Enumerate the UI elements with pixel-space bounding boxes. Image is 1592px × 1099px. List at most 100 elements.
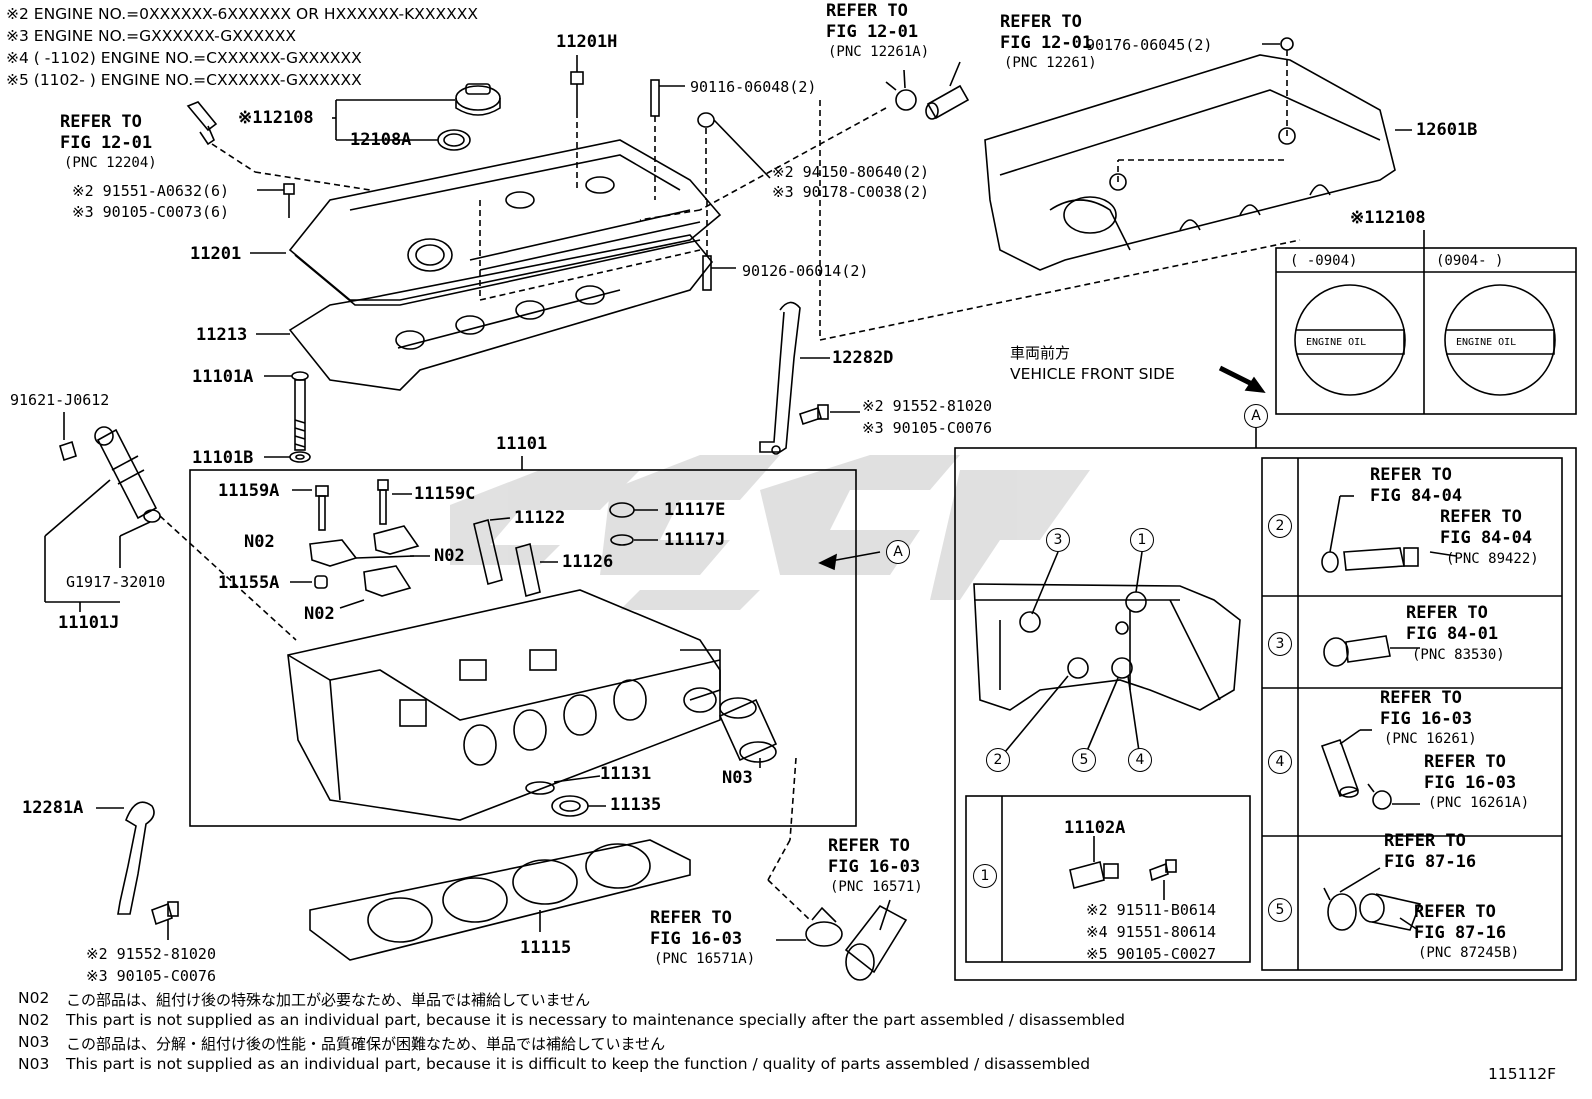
detail-4-text5: FIG 16-03 xyxy=(1424,773,1517,793)
detail-a-marker: A xyxy=(1244,404,1268,428)
camshaft-cap-shapes xyxy=(309,525,420,597)
part-11201: 11201 xyxy=(190,244,242,264)
footnote-text-3: この部品は、分解・組付け後の性能・品質確保が困難なため、単品では補給していません xyxy=(66,1035,666,1053)
n03-plug-shape xyxy=(718,697,778,763)
vehicle-front-jp: 車両前方 xyxy=(1010,344,1071,362)
footnote-text-2: This part is not supplied as an individu… xyxy=(66,1011,1125,1029)
part-11101b: 11101B xyxy=(192,448,254,468)
hose-clip-shape xyxy=(885,81,917,111)
part-90105-c0076-a: ※3 90105-C0076 xyxy=(862,419,992,437)
callout-4: 4 xyxy=(1128,748,1152,772)
refer-16571a-pnc: (PNC 16571A) xyxy=(654,951,756,967)
refer-16571-line1: REFER TO xyxy=(828,836,910,856)
part-11115: 11115 xyxy=(520,938,572,958)
cap-new-text: ENGINE OIL xyxy=(1456,337,1517,348)
detail-4-clamp-shape xyxy=(1367,783,1392,810)
detail-1-num: 1 xyxy=(973,864,997,888)
hose-end-shape xyxy=(925,84,970,120)
engine-note-5: ※5 (1102- ) ENGINE NO.=CXXXXXX-GXXXXXX xyxy=(6,71,362,89)
detail-4-text3: (PNC 16261) xyxy=(1384,731,1477,747)
part-11131: 11131 xyxy=(600,764,652,784)
detail-3-num: 3 xyxy=(1268,632,1292,656)
engine-note-3: ※3 ENGINE NO.=GXXXXXX-GXXXXXX xyxy=(6,27,296,45)
cap-box-col1-header: ( -0904) xyxy=(1290,253,1358,269)
detail-5-hose-shape xyxy=(1359,893,1422,931)
cap-box-col2-header: (0904- ) xyxy=(1436,253,1504,269)
part-11213: 11213 xyxy=(196,325,248,345)
detail-2-num: 2 xyxy=(1268,514,1292,538)
o-ring-shape xyxy=(551,795,589,817)
detail-3-text3: (PNC 83530) xyxy=(1412,647,1505,663)
part-11101j: 11101J xyxy=(58,613,120,633)
head-cover-shape xyxy=(288,139,722,306)
cap-bolt-shapes xyxy=(315,479,389,531)
part-11101: 11101 xyxy=(496,434,548,454)
engine-note-4: ※4 ( -1102) ENGINE NO.=CXXXXXX-GXXXXXX xyxy=(6,49,362,67)
bolt-90105-shape xyxy=(151,901,179,926)
cap-gasket-shape xyxy=(437,129,471,151)
detail-2-sensor-shape xyxy=(1321,547,1419,573)
pcv-valve-shape xyxy=(186,101,218,146)
detail-5-text2: FIG 87-16 xyxy=(1384,852,1477,872)
figure-id: 115112F xyxy=(1488,1065,1557,1083)
refer-12261a-line2: FIG 12-01 xyxy=(826,22,919,42)
part-12281a: 12281A xyxy=(22,798,84,818)
bracket-12282d-shape xyxy=(759,301,801,455)
part-90105-c0076-b: ※3 90105-C0076 xyxy=(86,967,216,985)
refer-12204-line2: FIG 12-01 xyxy=(60,133,153,153)
detail-1-line1: ※2 91511-B0614 xyxy=(1086,901,1216,919)
refer-16571a-line2: FIG 16-03 xyxy=(650,929,743,949)
part-91621: 91621-J0612 xyxy=(10,391,110,409)
refer-12261a-pnc: (PNC 12261A) xyxy=(828,44,930,60)
cylinder-head-shape xyxy=(287,589,721,821)
part-12282d: 12282D xyxy=(832,348,894,368)
detail-2-text4: FIG 84-04 xyxy=(1440,528,1533,548)
ocv-bolt-shape xyxy=(59,440,77,462)
detail-5-text4: FIG 87-16 xyxy=(1414,923,1507,943)
part-11155a: 11155A xyxy=(218,573,280,593)
detail-a-table xyxy=(1261,457,1563,971)
detail-3-text1: REFER TO xyxy=(1406,603,1488,623)
part-12108a: 12108A xyxy=(350,130,412,150)
engine-note-2: ※2 ENGINE NO.=0XXXXXX-6XXXXXX OR HXXXXXX… xyxy=(6,5,478,23)
part-n02-a: N02 xyxy=(244,532,275,552)
detail-5-text1: REFER TO xyxy=(1384,831,1466,851)
part-91552-a: ※2 91552-81020 xyxy=(862,397,992,415)
part-11159c: 11159C xyxy=(414,484,476,504)
part-11159a: 11159A xyxy=(218,481,280,501)
cap-box-title: ※112108 xyxy=(1350,208,1426,228)
engine-cover-shape xyxy=(984,54,1396,271)
detail-4-hose-shape xyxy=(1320,738,1360,798)
callout-5: 5 xyxy=(1072,748,1096,772)
oil-cap-new-shape xyxy=(1444,284,1556,396)
detail-5-text5: (PNC 87245B) xyxy=(1418,945,1520,961)
head-gasket-shape xyxy=(309,839,691,961)
hose-16571-shape xyxy=(844,904,908,981)
part-90176: 90176-06045(2) xyxy=(1086,36,1213,54)
part-11126: 11126 xyxy=(562,552,614,572)
part-91551-a0632: ※2 91551-A0632(6) xyxy=(72,182,230,200)
refer-12261a-line1: REFER TO xyxy=(826,1,908,21)
part-11122: 11122 xyxy=(514,508,566,528)
detail-3-sensor-shape xyxy=(1323,635,1391,667)
part-11201h: 11201H xyxy=(556,32,618,52)
valve-guide-shapes xyxy=(473,518,541,598)
oil-control-valve-shape xyxy=(94,426,161,523)
refer-12261-line2: FIG 12-01 xyxy=(1000,33,1093,53)
cylinder-head-box xyxy=(189,469,857,827)
callout-3: 3 xyxy=(1046,528,1070,552)
callout-2: 2 xyxy=(986,748,1010,772)
part-11101a: 11101A xyxy=(192,367,254,387)
detail-5-num: 5 xyxy=(1268,898,1292,922)
oil-cap-old-shape xyxy=(1294,284,1406,396)
part-n02-b: N02 xyxy=(434,546,465,566)
detail-3-text2: FIG 84-01 xyxy=(1406,624,1499,644)
footnote-code-2: N02 xyxy=(18,1011,50,1029)
part-11117e: 11117E xyxy=(664,500,726,520)
bracket-12281a-shape xyxy=(117,801,155,915)
detail-2-text5: (PNC 89422) xyxy=(1446,551,1539,567)
head-bolt-shape xyxy=(291,371,309,451)
part-12601b: 12601B xyxy=(1416,120,1478,140)
detail-4-text1: REFER TO xyxy=(1380,688,1462,708)
